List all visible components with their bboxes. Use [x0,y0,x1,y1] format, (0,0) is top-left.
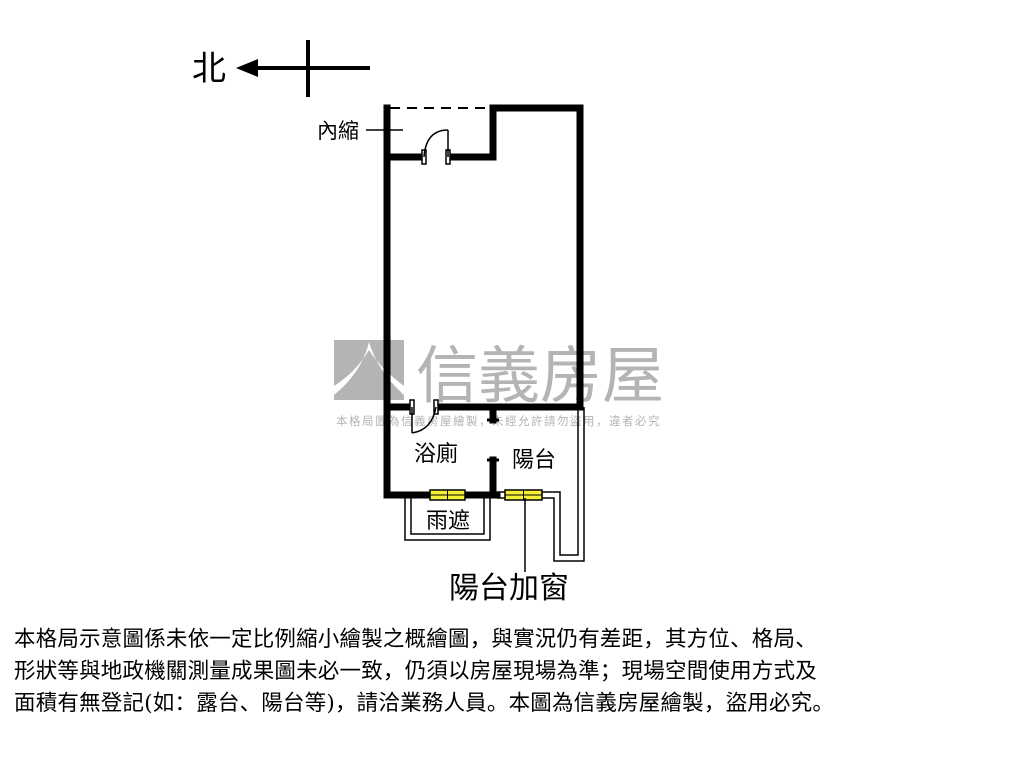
bathroom-window [429,489,466,501]
awning [404,498,491,541]
bathroom-label: 浴廁 [414,442,458,467]
disclaimer-line: 面積有無登記(如：露台、陽台等)，請洽業務人員。本圖為信義房屋繪製，盜用必究。 [14,691,835,716]
balcony-outline [497,407,585,562]
watermark-brand: 信義房屋 [416,339,664,412]
disclaimer-line: 本格局示意圖係未依一定比例縮小繪製之概繪圖，與實況仍有差距，其方位、格局、 [14,627,817,652]
entry-door [421,129,451,165]
disclaimer: 本格局示意圖係未依一定比例縮小繪製之概繪圖，與實況仍有差距，其方位、格局、 形狀… [14,624,1014,720]
arrow-left-icon [236,59,258,77]
walls [383,104,584,499]
brand-logo-icon [334,340,404,400]
balcony-window [504,489,543,501]
bathroom-door [409,399,439,434]
balcony-label: 陽台 [512,448,556,473]
north-label: 北 [192,49,226,89]
balcony-window-label: 陽台加窗 [449,571,569,606]
disclaimer-line: 形狀等與地政機關測量成果圖未必一致，仍須以房屋現場為準；現場空間使用方式及 [14,659,817,684]
awning-label: 雨遮 [426,509,470,534]
setback-label: 內縮 [317,119,359,143]
north-compass: 北 [192,40,370,97]
